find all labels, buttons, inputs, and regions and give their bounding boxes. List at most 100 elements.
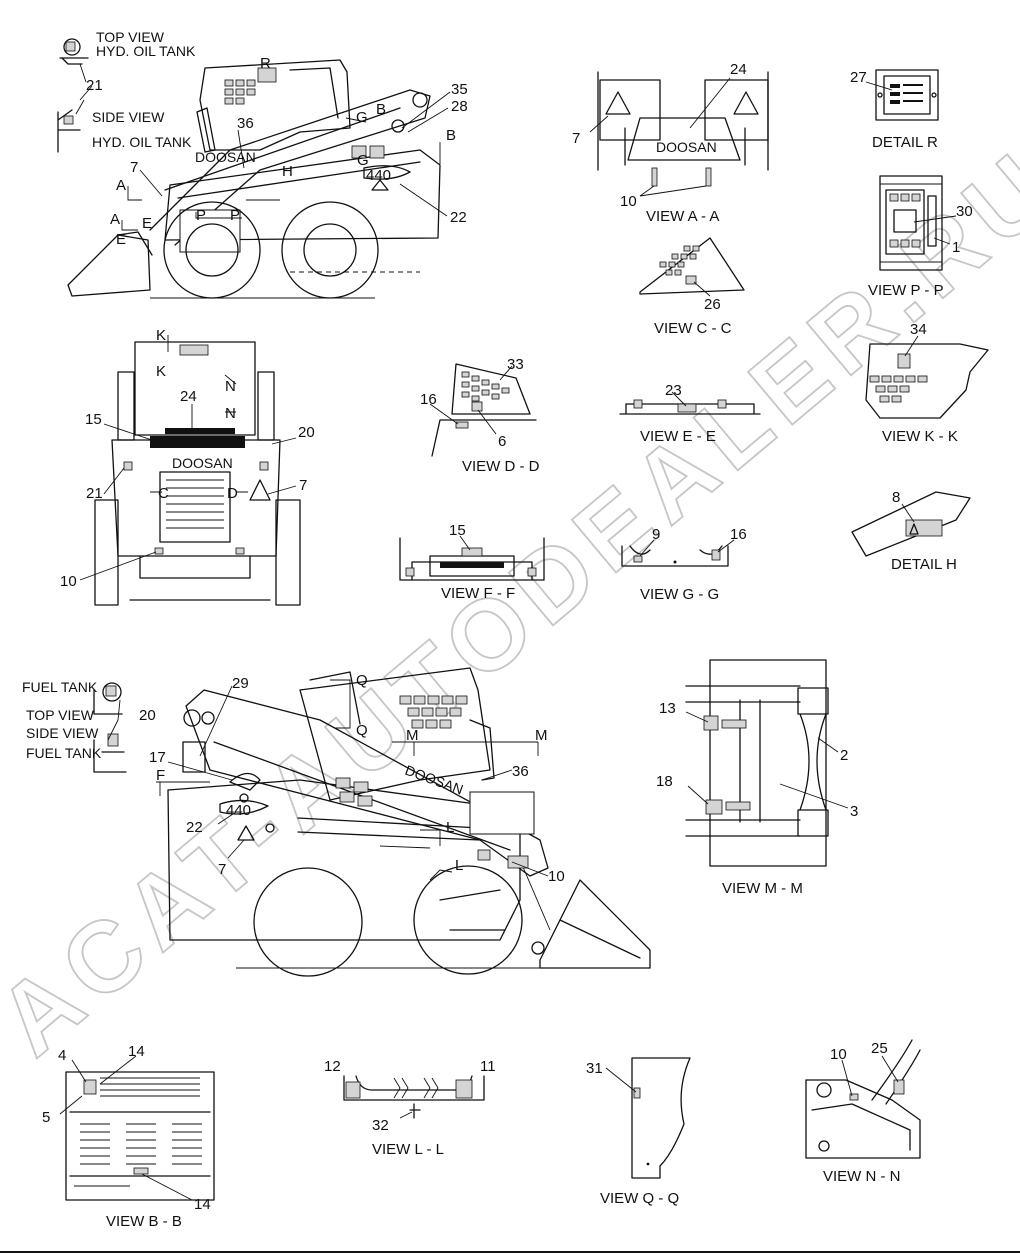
- view-l-l: [343, 1075, 485, 1119]
- callout-32: 32: [372, 1117, 389, 1134]
- detail-h: [851, 491, 971, 557]
- callout-10: 10: [548, 868, 565, 885]
- callout-31: 31: [586, 1060, 603, 1077]
- callout-16: 16: [420, 391, 437, 408]
- callout-34: 34: [910, 321, 927, 338]
- view-label-d-d: VIEW D - D: [462, 458, 540, 475]
- callout-3: 3: [850, 803, 858, 820]
- section-letter-r: R: [260, 55, 271, 72]
- view-label-q-q: VIEW Q - Q: [600, 1190, 679, 1207]
- callout-7: 7: [299, 477, 307, 494]
- machine-front-view: DOOSAN: [79, 335, 301, 606]
- view-m-m: [685, 659, 849, 867]
- view-label-b-b: VIEW B - B: [106, 1213, 182, 1230]
- view-label-p-p: VIEW P - P: [868, 282, 944, 299]
- callout-14: 14: [194, 1196, 211, 1213]
- section-letter-l: L: [446, 819, 454, 836]
- section-letter-g: G: [357, 152, 369, 169]
- callout-26: 26: [704, 296, 721, 313]
- section-letter-b: B: [376, 101, 386, 118]
- callout-15: 15: [449, 522, 466, 539]
- view-label-l-l: VIEW L - L: [372, 1141, 444, 1158]
- view-label-k-k: VIEW K - K: [882, 428, 958, 445]
- section-letter-p: P: [196, 207, 206, 224]
- callout-10: 10: [60, 573, 77, 590]
- callout-1: 1: [952, 239, 960, 256]
- view-n-n: [805, 1039, 921, 1159]
- section-letter-g: G: [356, 109, 368, 126]
- view-a-a: DOOSAN: [589, 71, 769, 197]
- callout-13: 13: [659, 700, 676, 717]
- callout-20: 20: [298, 424, 315, 441]
- section-letter-m: M: [535, 727, 548, 744]
- callout-12: 12: [324, 1058, 341, 1075]
- view-label-g-g: VIEW G - G: [640, 586, 719, 603]
- detail-r: [865, 69, 939, 121]
- section-letter-k: K: [156, 327, 166, 344]
- callout-22: 22: [186, 819, 203, 836]
- callout-16: 16: [730, 526, 747, 543]
- section-letter-n: N: [225, 378, 236, 395]
- view-label-c-c: VIEW C - C: [654, 320, 732, 337]
- callout-36: 36: [237, 115, 254, 132]
- callout-9: 9: [652, 526, 660, 543]
- callout-8: 8: [892, 489, 900, 506]
- heading-top-view-hyd: TOP VIEW: [96, 29, 165, 45]
- callout-4: 4: [58, 1047, 66, 1064]
- section-letter-l: L: [455, 857, 463, 874]
- heading-side-view-hyd: SIDE VIEW: [92, 109, 165, 125]
- section-letter-p: P: [230, 207, 240, 224]
- section-letter-b: B: [446, 127, 456, 144]
- section-letter-q: Q: [356, 722, 368, 739]
- brand-decal-front: DOOSAN: [172, 455, 233, 471]
- view-g-g: [621, 539, 735, 567]
- watermark-text: ACAT-AUTODEALER.RU: [0, 128, 1020, 1077]
- view-k-k: [865, 335, 989, 419]
- callout-2: 2: [840, 747, 848, 764]
- view-label-f-f: VIEW F - F: [441, 585, 515, 602]
- view-label-e-e: VIEW E - E: [640, 428, 716, 445]
- callout-36: 36: [512, 763, 529, 780]
- view-label-n-n: VIEW N - N: [823, 1168, 901, 1185]
- section-letter-e: E: [142, 215, 152, 232]
- heading-fuel-tank: FUEL TANK: [22, 679, 98, 695]
- section-letter-a: A: [110, 211, 120, 228]
- callout-25: 25: [871, 1040, 888, 1057]
- callout-6: 6: [498, 433, 506, 450]
- callout-23: 23: [665, 382, 682, 399]
- callout-30: 30: [956, 203, 973, 220]
- callout-7: 7: [218, 861, 226, 878]
- view-label-m-m: VIEW M - M: [722, 880, 803, 897]
- section-letter-q: Q: [356, 672, 368, 689]
- callout-20: 20: [139, 707, 156, 724]
- view-c-c: [639, 237, 745, 297]
- callout-27: 27: [850, 69, 867, 86]
- view-f-f: [399, 535, 545, 581]
- section-letter-m: M: [406, 727, 419, 744]
- callout-29: 29: [232, 675, 249, 692]
- callout-5: 5: [42, 1109, 50, 1126]
- view-d-d: [429, 363, 537, 457]
- brand-decal-bottom: DOOSAN: [403, 762, 465, 798]
- section-letter-d: D: [227, 485, 238, 502]
- heading-hyd-oil-tank: HYD. OIL TANK: [96, 43, 196, 59]
- heading-fuel-tank-side: FUEL TANK: [26, 745, 102, 761]
- section-letter-h: H: [282, 163, 293, 180]
- model-decal-top: 440: [366, 167, 391, 184]
- callout-15: 15: [85, 411, 102, 428]
- callout-17: 17: [149, 749, 166, 766]
- callout-10: 10: [620, 193, 637, 210]
- machine-side-view-bottom: 440 DOOSAN: [93, 667, 651, 977]
- view-label-detail-r: DETAIL R: [872, 134, 938, 151]
- brand-decal-top: DOOSAN: [195, 149, 256, 165]
- callout-21: 21: [86, 77, 103, 94]
- callout-28: 28: [451, 98, 468, 115]
- callout-7: 7: [130, 159, 138, 176]
- view-b-b: [59, 1055, 215, 1201]
- callout-14: 14: [128, 1043, 145, 1060]
- view-q-q: [605, 1057, 691, 1179]
- callout-24: 24: [730, 61, 747, 78]
- callout-7: 7: [572, 130, 580, 147]
